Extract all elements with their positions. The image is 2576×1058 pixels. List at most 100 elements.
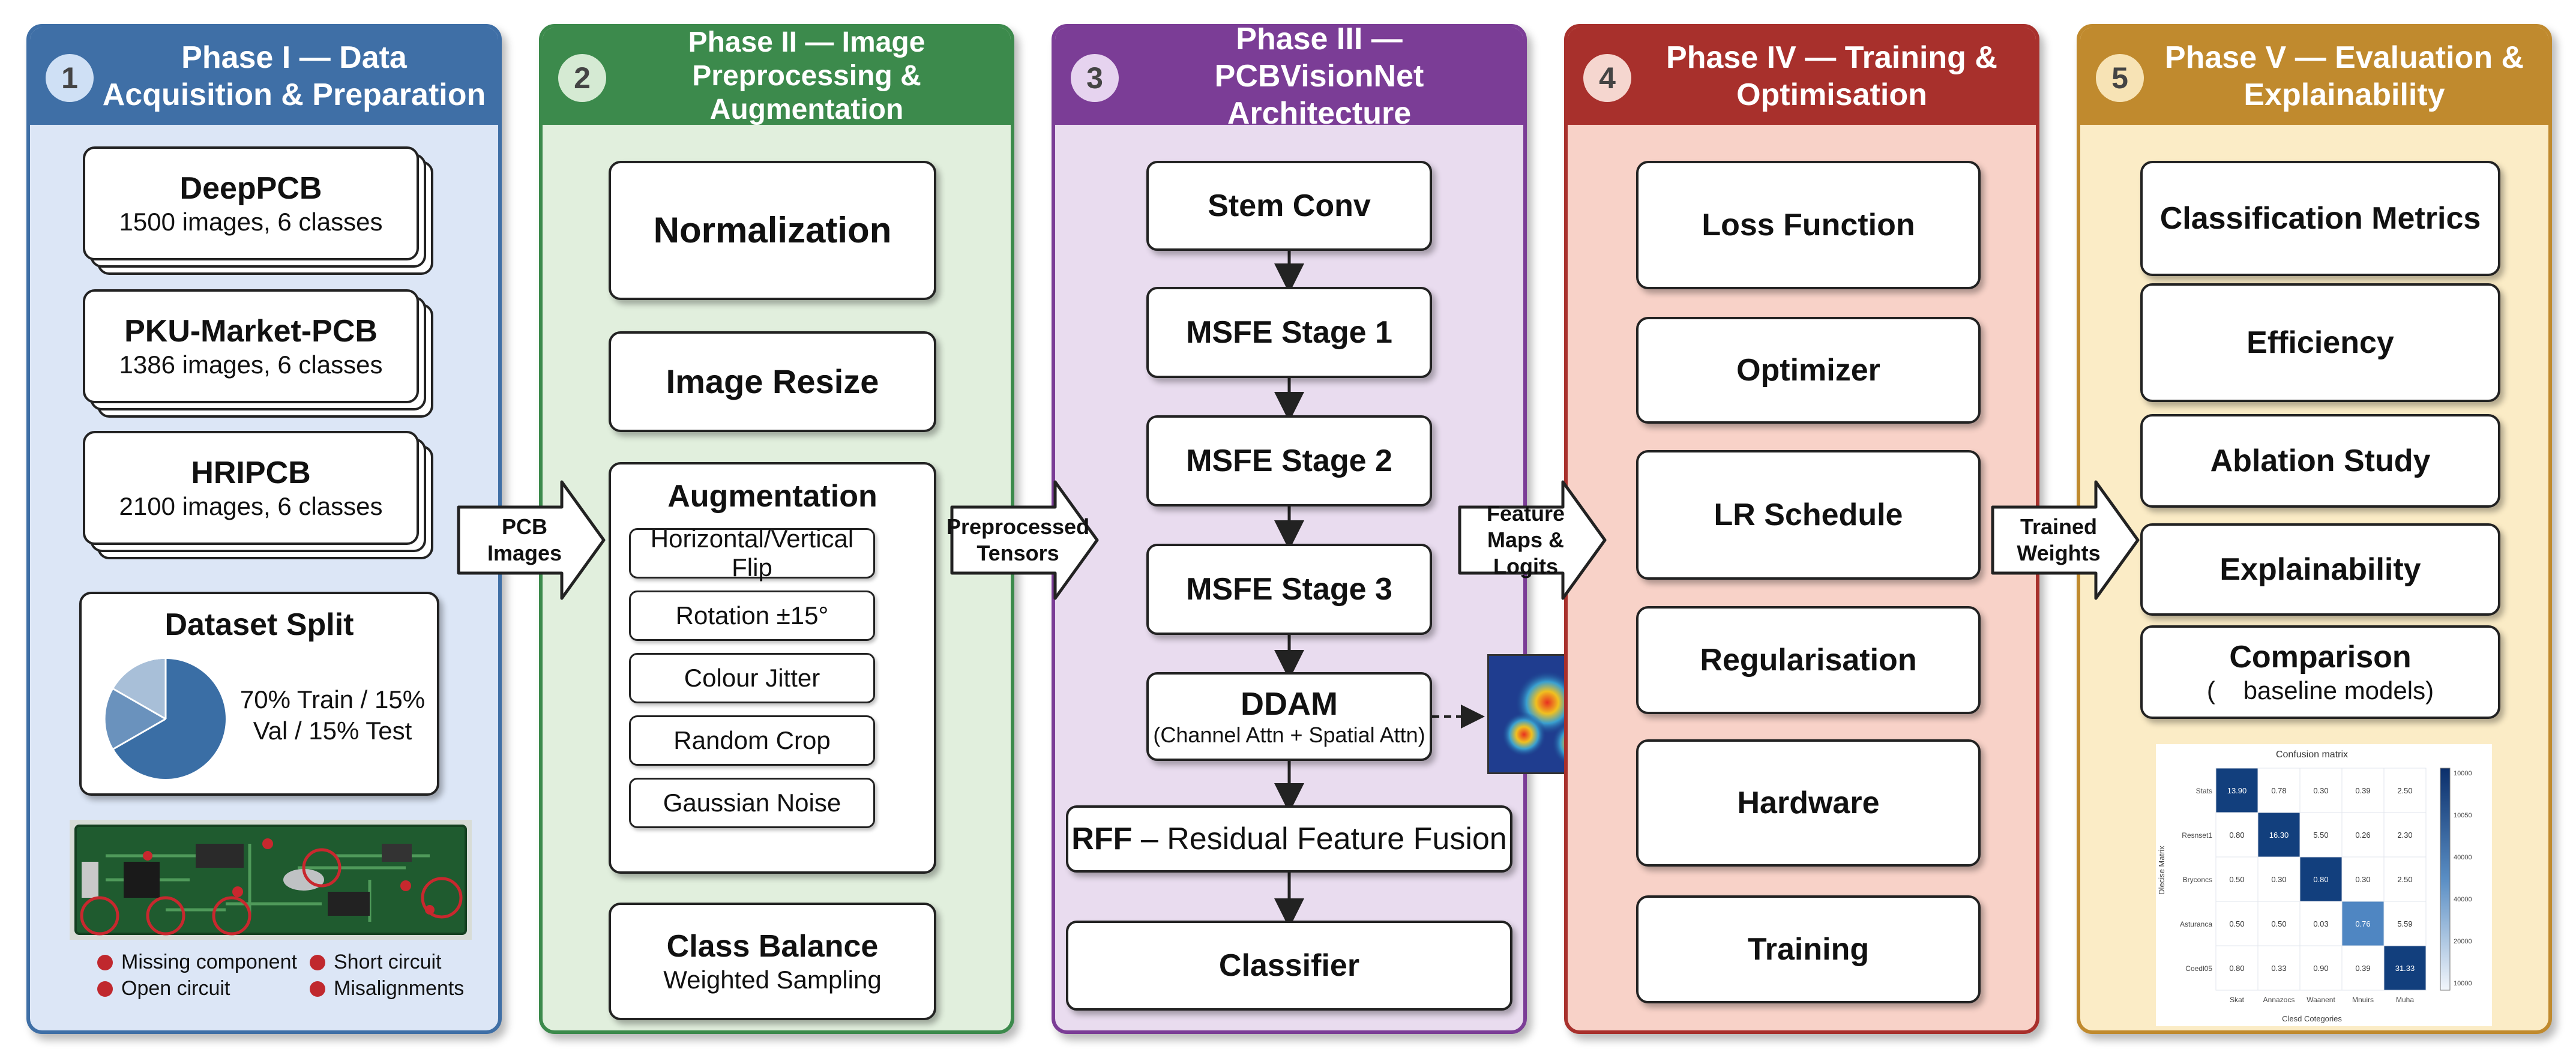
confusion-col-label: Muha [2396,996,2414,1004]
confusion-cell-value: 13.90 [2227,786,2247,795]
phase-5-number: 5 [2096,54,2144,102]
confusion-row-label: Stats [2196,787,2212,795]
confusion-cell [2383,856,2427,902]
connector-pcb-images: PCB Images [454,477,613,603]
confusion-cell-value: 2.30 [2397,831,2412,840]
regularisation-box: Regularisation [1636,606,1981,714]
msfe-stage-2-box: MSFE Stage 2 [1146,415,1432,506]
confusion-row-label: Asturanca [2180,920,2212,928]
connector-preprocessed-tensors: Preprocessed Tensors [946,477,1106,603]
explainability-box: Explainability [2140,523,2500,616]
phase-1-title: Phase I — Data Acquisition & Preparation [102,40,486,112]
confusion-cell-value: 0.26 [2355,831,2370,840]
confusion-cell [2383,945,2427,991]
classifier-box: Classifier [1066,921,1512,1011]
colorbar-tick-label: 40000 [2454,854,2472,861]
aug-gaussian-noise: Gaussian Noise [629,778,875,828]
augmentation-box: Augmentation Horizontal/Vertical Flip Ro… [609,462,936,874]
phase-2-header: 2 Phase II — Image Preprocessing & Augme… [543,28,1011,125]
lr-schedule-box: LR Schedule [1636,450,1981,580]
confusion-matrix-xlabel: Clesd Cotegories [2282,1014,2342,1023]
legend-open-circuit: Open circuit [97,977,230,1000]
confusion-cell [2215,768,2259,813]
confusion-row-label: Resnset1 [2182,831,2212,840]
colorbar-tick-label: 10000 [2454,770,2472,777]
pcb-board-image [70,820,472,940]
normalization-box: Normalization [609,161,936,300]
optimizer-box: Optimizer [1636,317,1981,424]
confusion-col-label: Mnuirs [2352,996,2374,1004]
confusion-cell [2341,901,2385,946]
architecture-arrows [1274,251,1485,928]
confusion-cell-value: 0.30 [2271,875,2286,884]
class-balance-box: Class Balance Weighted Sampling [609,903,936,1020]
dataset-split-title: Dataset Split [164,607,354,642]
confusion-cell-value: 0.50 [2229,919,2244,928]
confusion-cell [2257,901,2301,946]
confusion-cell [2341,856,2385,902]
confusion-cell-value: 16.30 [2269,831,2289,840]
confusion-cell-value: 0.50 [2229,875,2244,884]
confusion-cell [2341,945,2385,991]
confusion-cell-value: 2.50 [2397,786,2412,795]
confusion-cell-value: 0.90 [2313,964,2328,973]
confusion-cell-value: 0.80 [2313,875,2328,884]
msfe-stage-1-box: MSFE Stage 1 [1146,287,1432,378]
confusion-cell [2257,945,2301,991]
confusion-cell-value: 2.50 [2397,875,2412,884]
dataset-name: DeepPCB [179,171,322,206]
confusion-cell-value: 0.33 [2271,964,2286,973]
confusion-row-label: Coedl05 [2185,964,2212,973]
aug-colour-jitter: Colour Jitter [629,653,875,703]
dataset-split-box: Dataset Split 70% Train / 15% Val / 15% … [79,592,439,796]
confusion-cell [2299,812,2343,858]
dataset-split-text: 70% Train / 15% Val / 15% Test [239,685,426,745]
dataset-desc: 2100 images, 6 classes [119,492,383,520]
phase-5-panel: 5 Phase V — Evaluation & Explainability … [2077,24,2552,1034]
pie-chart-icon [105,658,226,779]
rff-box: RFF – Residual Feature Fusion [1066,805,1512,873]
confusion-cell-value: 0.30 [2313,786,2328,795]
confusion-matrix-ylabel: Dlecise Matrix [2157,846,2166,895]
ablation-study-box: Ablation Study [2140,414,2500,508]
hardware-box: Hardware [1636,739,1981,867]
dataset-name: HRIPCB [191,455,311,490]
confusion-cell [2215,812,2259,858]
confusion-cell [2257,856,2301,902]
dataset-name: PKU-Market-PCB [124,314,378,349]
confusion-cell [2341,768,2385,813]
stem-conv-box: Stem Conv [1146,161,1432,251]
dataset-desc: 1386 images, 6 classes [119,350,383,379]
phase-3-title: Phase III — PCBVisionNet Architecture [1214,24,1424,131]
confusion-cell-value: 31.33 [2395,964,2415,973]
confusion-col-label: Skat [2230,996,2245,1004]
phase-2-panel: 2 Phase II — Image Preprocessing & Augme… [539,24,1014,1034]
confusion-cell [2215,945,2259,991]
confusion-cell-value: 0.03 [2313,919,2328,928]
confusion-row-label: Bryconcs [2183,876,2212,884]
phase-1-header: 1 Phase I — Data Acquisition & Preparati… [30,28,498,125]
phase-4-panel: 4 Phase IV — Training & Optimisation Los… [1564,24,2039,1034]
loss-function-box: Loss Function [1636,161,1981,289]
confusion-cell-value: 0.50 [2271,919,2286,928]
confusion-matrix-title: Confusion matrix [2276,750,2348,760]
confusion-cell [2341,812,2385,858]
ddam-box: DDAM (Channel Attn + Spatial Attn) [1146,672,1432,761]
classification-metrics-box: Classification Metrics [2140,161,2500,276]
training-box: Training [1636,895,1981,1003]
connector-feature-maps-logits: Feature Maps & Logits [1455,477,1614,603]
colorbar [2440,768,2451,991]
confusion-cell-value: 5.50 [2313,831,2328,840]
phase-4-title: Phase IV — Training & Optimisation [1666,40,1997,112]
phase-2-number: 2 [558,54,606,102]
confusion-col-label: Waanent [2307,996,2335,1004]
phase-5-title: Phase V — Evaluation & Explainability [2164,40,2524,112]
phase-3-header: 3 Phase III — PCBVisionNet Architecture [1055,28,1523,131]
confusion-cell [2383,812,2427,858]
connector-trained-weights: Trained Weights [1988,477,2147,603]
colorbar-tick-label: 40000 [2454,896,2472,903]
confusion-cell-value: 0.80 [2229,831,2244,840]
aug-rotation: Rotation ±15° [629,591,875,641]
phase-3-number: 3 [1071,54,1119,102]
